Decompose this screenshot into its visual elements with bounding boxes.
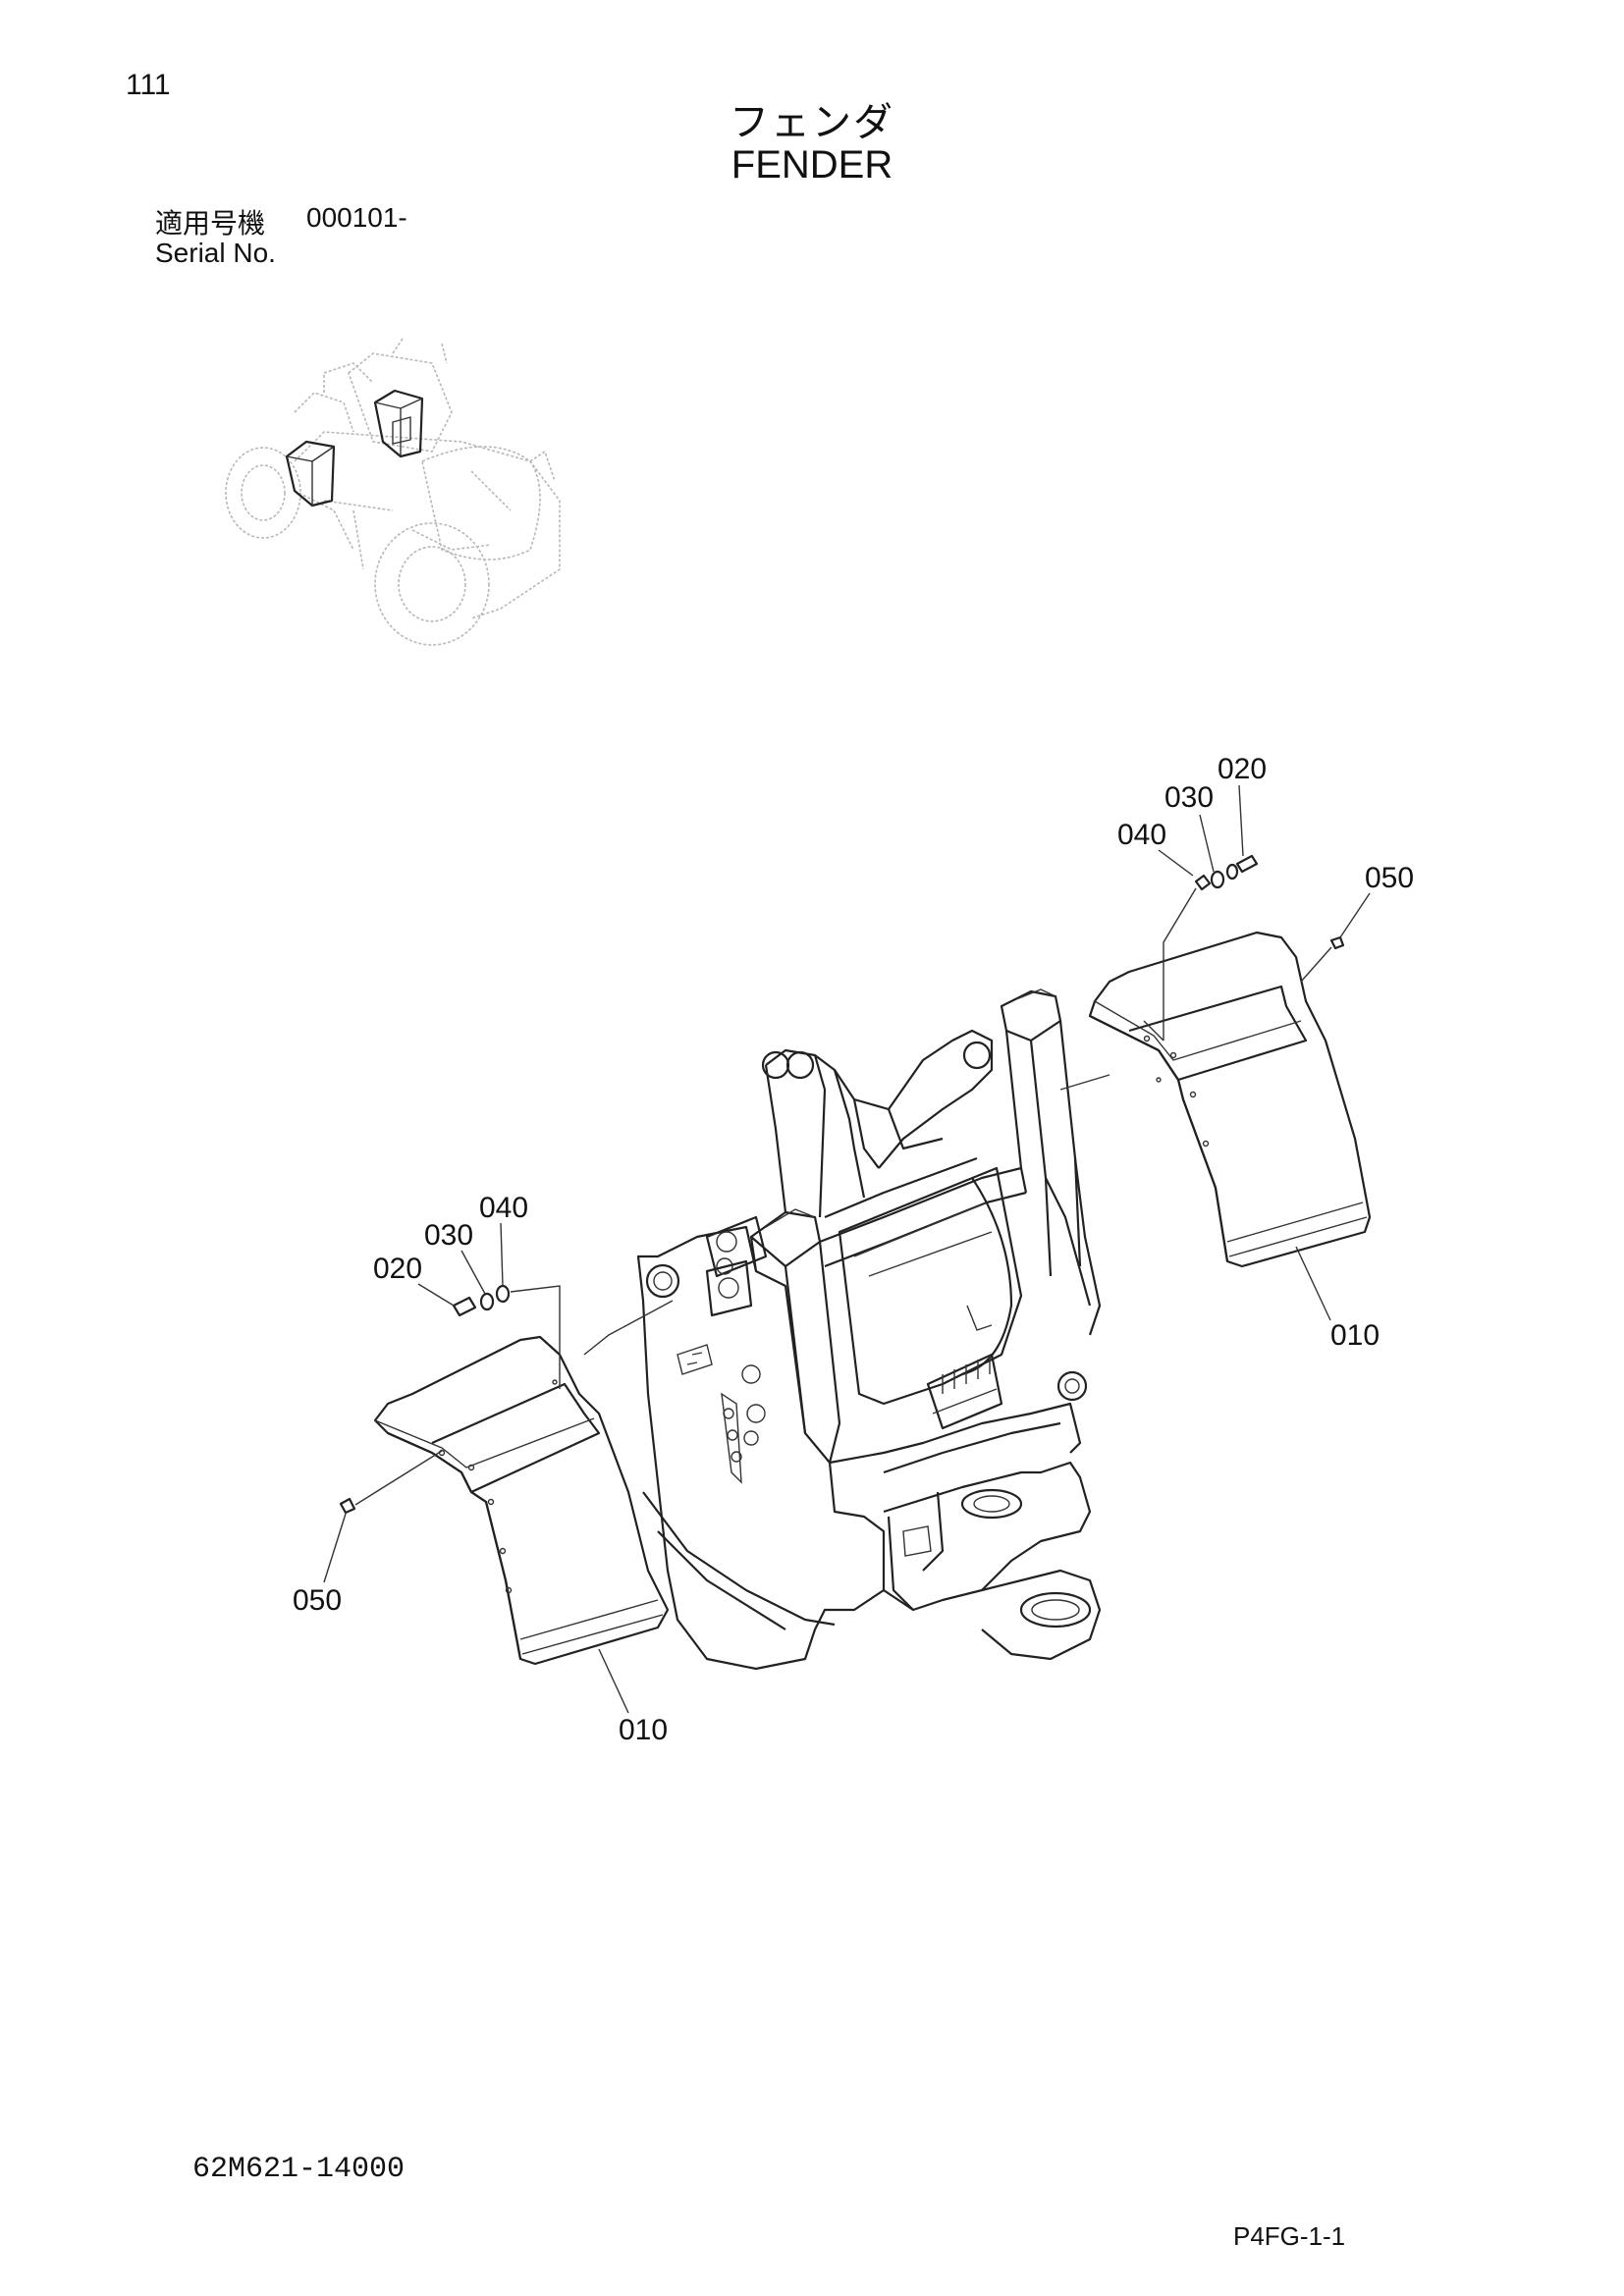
callout-right-020: 020 <box>1218 753 1267 785</box>
callout-right-010: 010 <box>1330 1319 1380 1352</box>
left-fender <box>339 1284 674 1666</box>
callout-left-020: 020 <box>373 1253 422 1285</box>
callouts-left: 040 030 020 050 010 <box>293 1192 668 1746</box>
callout-right-040: 040 <box>1117 819 1166 851</box>
front-frame-structure <box>636 988 1102 1671</box>
page-number: 111 <box>126 69 171 101</box>
callouts-right: 020 030 040 050 010 <box>1117 753 1414 1352</box>
callout-right-030: 030 <box>1164 781 1214 814</box>
machine-overview-thumbnail <box>225 338 561 646</box>
callout-left-050: 050 <box>293 1584 342 1617</box>
serial-label-english: Serial No. <box>155 238 276 268</box>
callout-left-030: 030 <box>424 1219 473 1252</box>
thumbnail-fender-left <box>285 440 336 507</box>
serial-number-value: 000101- <box>306 202 407 233</box>
page-title-english: FENDER <box>731 143 893 187</box>
callout-right-050: 050 <box>1365 862 1414 894</box>
serial-label-japanese: 適用号機 <box>155 207 266 240</box>
callout-left-010: 010 <box>619 1714 668 1746</box>
callout-left-040: 040 <box>479 1192 528 1224</box>
drawing-number: 62M621-14000 <box>192 2153 406 2186</box>
page-title-japanese: フェンダ <box>730 100 894 145</box>
right-fender <box>1059 854 1372 1268</box>
thumbnail-fender-right <box>373 389 424 458</box>
page-code: P4FG-1-1 <box>1233 2221 1346 2251</box>
